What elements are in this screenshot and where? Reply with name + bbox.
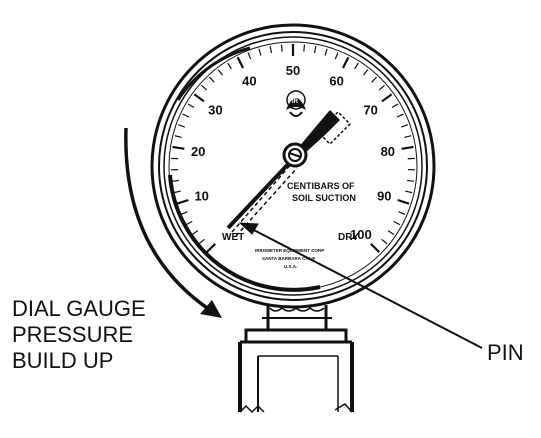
minor-tick (394, 221, 400, 224)
minor-tick (188, 104, 194, 108)
pressure-arrow (126, 128, 222, 318)
wet-label: WET (222, 232, 244, 243)
major-tick (207, 244, 215, 252)
dashed-pointer (232, 112, 350, 236)
minor-tick (355, 63, 359, 69)
minor-tick (315, 46, 316, 53)
scale-number: 90 (377, 189, 391, 204)
scale-number: 20 (191, 144, 205, 159)
face-text-line-1: CENTIBARS OF (287, 181, 355, 191)
minor-tick (401, 125, 408, 127)
gauge-needle (228, 110, 340, 228)
minor-tick (186, 221, 192, 224)
scale-number: 30 (208, 103, 222, 118)
pin-callout: PIN (487, 340, 524, 366)
minor-tick (259, 49, 261, 56)
major-tick (402, 147, 414, 149)
maker-logo-icon: IR (286, 91, 306, 116)
major-tick (177, 200, 188, 204)
major-tick (238, 57, 243, 68)
minor-tick (209, 77, 214, 82)
minor-tick (178, 125, 185, 127)
minor-tick (282, 45, 283, 52)
gauge-stem (240, 305, 352, 412)
minor-tick (174, 191, 181, 193)
scale-number: 40 (242, 73, 256, 88)
minor-tick (405, 191, 412, 193)
minor-tick (201, 85, 206, 90)
major-tick (398, 200, 409, 204)
minor-tick (399, 212, 405, 215)
face-text-line-2: SOIL SUCTION (292, 193, 356, 203)
minor-tick (304, 45, 305, 52)
scale-number: 60 (329, 73, 343, 88)
minor-tick (172, 180, 179, 181)
major-tick (173, 147, 185, 149)
minor-tick (397, 114, 403, 117)
major-tick (194, 94, 204, 101)
major-tick (343, 57, 348, 68)
minor-tick (363, 70, 367, 76)
callout-line-2: PRESSURE (12, 322, 146, 348)
dial-gauge-callout: DIAL GAUGE PRESSURE BUILD UP (12, 296, 146, 374)
callout-line-3: BUILD UP (12, 348, 146, 374)
minor-tick (372, 77, 377, 82)
minor-tick (228, 63, 232, 69)
scale-number: 70 (363, 103, 377, 118)
minor-tick (388, 231, 394, 235)
minor-tick (248, 53, 251, 60)
minor-tick (325, 49, 327, 56)
minor-tick (199, 239, 204, 243)
minor-tick (218, 70, 222, 76)
minor-tick (270, 46, 271, 53)
minor-tick (175, 136, 182, 138)
minor-tick (379, 85, 384, 90)
minor-tick (192, 231, 198, 235)
minor-tick (335, 53, 338, 60)
minor-tick (404, 136, 411, 138)
major-tick (382, 94, 392, 101)
dry-label: DRY (338, 232, 359, 243)
callout-line-1: DIAL GAUGE (12, 296, 146, 322)
scale-number: 10 (194, 189, 208, 204)
scale-number: 50 (286, 63, 300, 78)
minor-tick (382, 239, 387, 243)
minor-tick (183, 114, 189, 117)
minor-tick (181, 212, 187, 215)
minor-tick (392, 104, 398, 108)
scale-number: 80 (381, 144, 395, 159)
maker-line-3: U.S.A. (284, 264, 297, 269)
major-tick (371, 244, 379, 252)
minor-tick (407, 180, 414, 181)
svg-text:IR: IR (292, 99, 299, 105)
